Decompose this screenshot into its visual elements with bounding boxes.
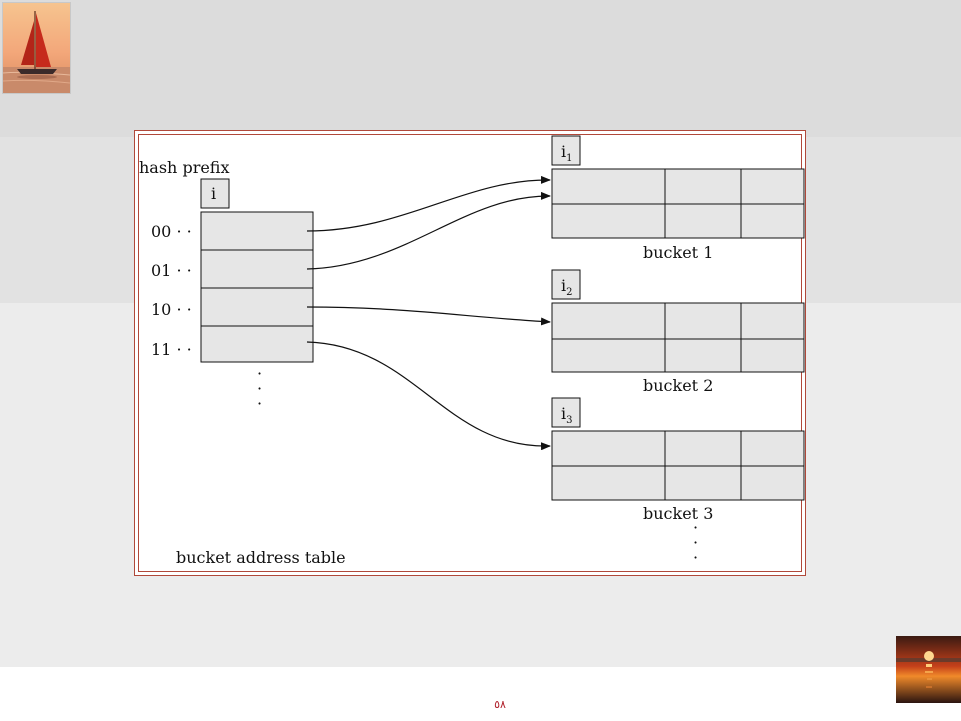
- footer-band: [0, 667, 961, 721]
- bucket-caption: bucket 1: [643, 243, 713, 262]
- bucket-cell: [664, 168, 742, 205]
- table-cell: [200, 211, 314, 251]
- table-entry-label: 00 · ·: [151, 222, 192, 241]
- table-entry-label: 11 · ·: [151, 340, 192, 359]
- bucket-cell: [740, 203, 805, 239]
- bucket-cell: [664, 302, 742, 340]
- table-ellipsis: ·: [257, 364, 262, 383]
- bucket-cell: [740, 168, 805, 205]
- bucket-3: [551, 430, 805, 501]
- bucket-cell: [664, 338, 742, 373]
- table-cell: [200, 249, 314, 289]
- table-cell: [200, 287, 314, 327]
- pointer-arrow: [306, 306, 551, 326]
- table-ellipsis: ·: [257, 394, 262, 413]
- bucket-ellipsis: ·: [693, 518, 698, 537]
- table-cell: [200, 325, 314, 363]
- bucket-cell: [551, 203, 666, 239]
- bucket-2: [551, 302, 805, 373]
- bucket-cell: [740, 338, 805, 373]
- bucket-ellipsis: ·: [693, 548, 698, 567]
- local-depth-box: [551, 397, 581, 428]
- bucket-ellipsis: ·: [693, 533, 698, 552]
- local-depth-label: i3: [561, 404, 573, 426]
- table-caption: bucket address table: [176, 548, 346, 567]
- local-depth-label: i2: [561, 276, 573, 298]
- sailboat-logo-icon: [2, 2, 71, 94]
- table-entry-label: 01 · ·: [151, 261, 192, 280]
- global-depth-label: i: [211, 184, 216, 203]
- table-entry-label: 10 · ·: [151, 300, 192, 319]
- table-ellipsis: ·: [257, 379, 262, 398]
- bucket-cell: [551, 430, 666, 467]
- local-depth-box: [551, 135, 581, 166]
- bucket-cell: [551, 338, 666, 373]
- bucket-cell: [664, 465, 742, 501]
- figure-frame: hash prefix i 00 · · 01 · · 10 · · 11 · …: [134, 130, 806, 576]
- bucket-cell: [740, 302, 805, 340]
- bucket-1: [551, 168, 805, 239]
- pointer-arrow: [306, 191, 551, 270]
- header-band: [0, 0, 961, 137]
- hash-prefix-label: hash prefix: [139, 158, 230, 177]
- sunset-logo-icon: [896, 636, 961, 703]
- extendable-hash-diagram: hash prefix i 00 · · 01 · · 10 · · 11 · …: [139, 135, 805, 567]
- bucket-address-table: [200, 211, 314, 363]
- page-number: ٥٨: [494, 698, 506, 711]
- bucket-cell: [740, 430, 805, 467]
- bucket-cell: [551, 465, 666, 501]
- bucket-cell: [551, 168, 666, 205]
- bucket-cell: [740, 465, 805, 501]
- bucket-cell: [664, 203, 742, 239]
- bucket-cell: [551, 302, 666, 340]
- local-depth-box: [551, 269, 581, 300]
- pointer-arrow: [306, 341, 551, 451]
- bucket-caption: bucket 3: [643, 504, 713, 523]
- global-depth-box: [200, 178, 230, 209]
- local-depth-label: i1: [561, 142, 573, 164]
- bucket-caption: bucket 2: [643, 376, 713, 395]
- pointer-arrow: [306, 175, 551, 232]
- bucket-cell: [664, 430, 742, 467]
